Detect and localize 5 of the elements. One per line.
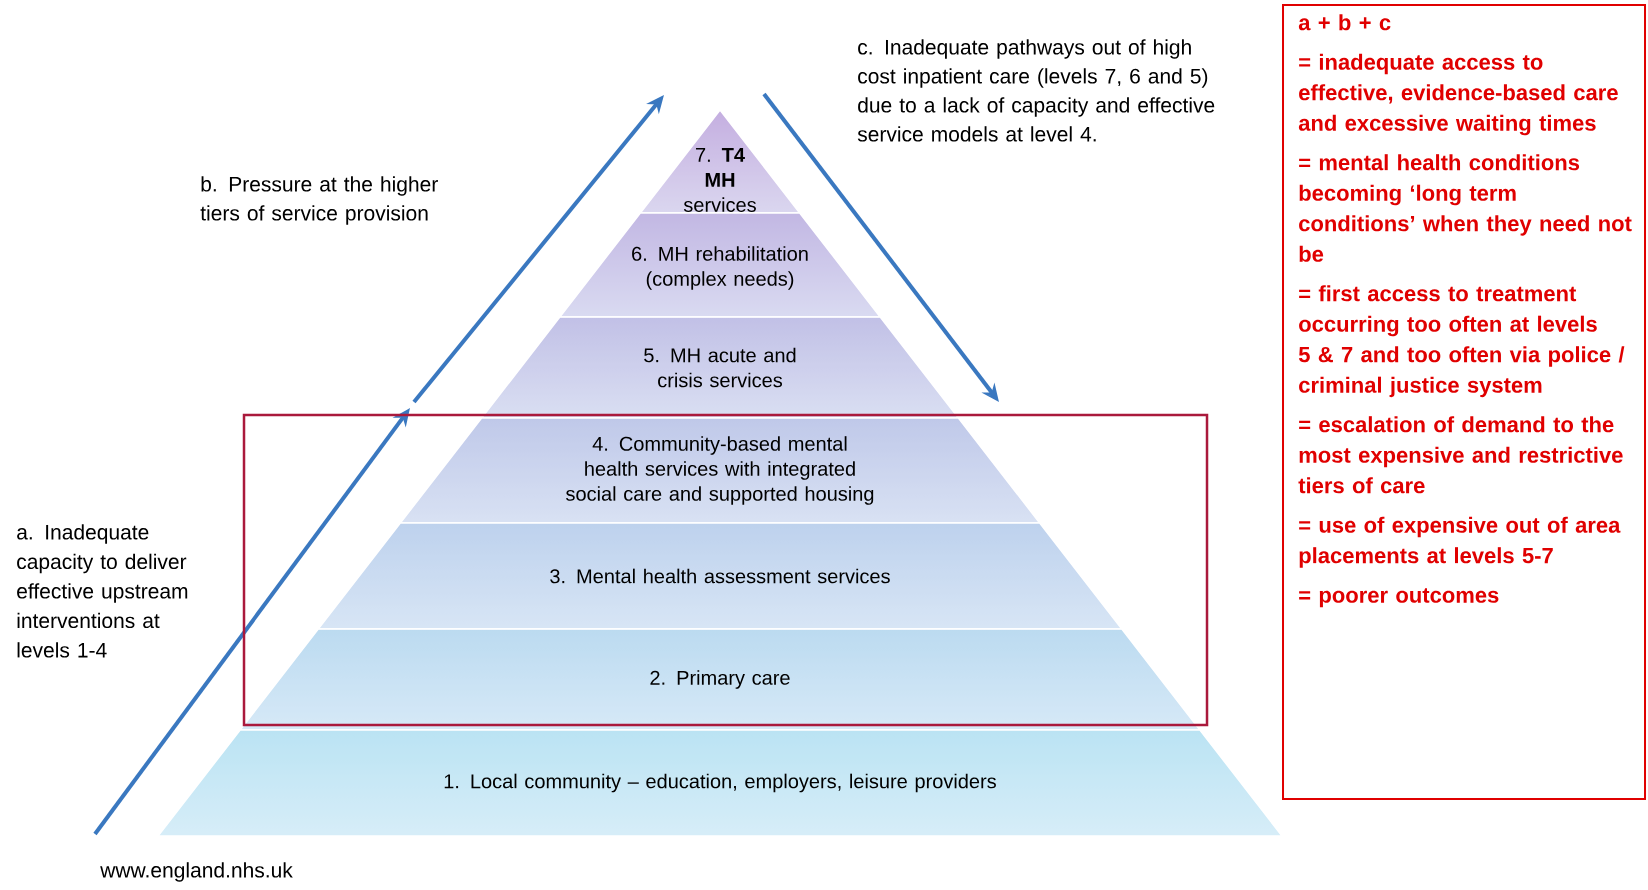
annotation-text: b. Pressure at the higher tiers of service provision xyxy=(200,176,438,225)
callout-box: a + b + c = inadequate access to effective, evidence-based care and excessive waiting times = mental health conditions becoming ‘long term conditions’ when they need not be = first access to treatment occurring too often at levels 5 & 7 and too often via police / criminal justice system = escalation of demand to the most expensive and restrictive tiers of care = use of expensive out of area placements at levels 5-7 = poorer outcomes xyxy=(1282,4,1646,800)
source-url: www.england.nhs.uk xyxy=(100,862,293,882)
annotation-text: a. Inadequate capacity to deliver effective upstream interventions at levels 1-4 xyxy=(17,524,188,658)
annotation-text: c. Inadequate pathways out of high cost inpatient care (levels 7, 6 and 5) due to a lack of capacity and effective service models at level 4. xyxy=(857,39,1215,142)
